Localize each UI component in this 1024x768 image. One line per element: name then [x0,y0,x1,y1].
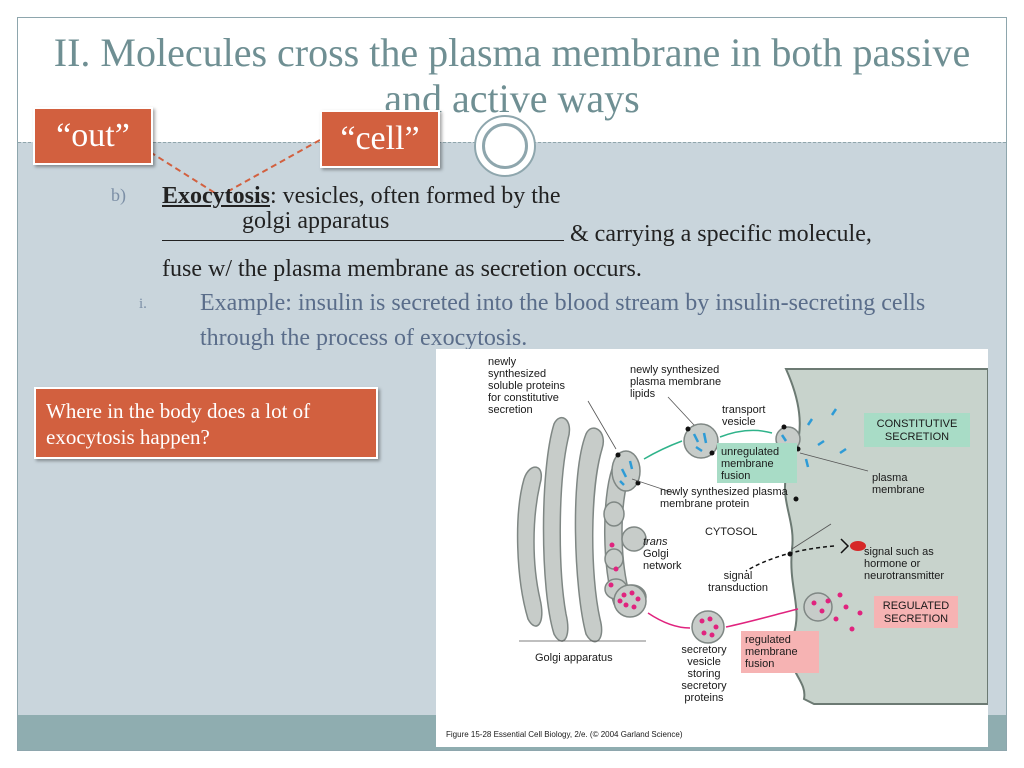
definition-part-3: fuse w/ the plasma membrane as secretion… [162,256,642,282]
blank-answer: golgi apparatus [242,208,390,234]
signal-molecule [850,541,866,551]
fill-in-blank: golgi apparatus [162,208,564,241]
bullet-marker-i: i. [139,296,147,312]
golgi-stack [516,417,630,643]
slide-title: II. Molecules cross the plasma membrane … [53,30,971,121]
bullet-marker-b: b) [111,185,126,205]
cell-tag: “cell” [320,110,440,168]
insulin-example: Example: insulin is secreted into the bl… [200,290,926,351]
constitutive-cargo [619,408,847,486]
pathway-arrows [643,429,835,629]
unregulated-fusion-box [717,443,797,483]
label-leaders [519,396,869,642]
figure-caption: Figure 15-28 Essential Cell Biology, 2/e… [446,730,683,739]
budding-secretory-vesicle [613,584,647,618]
regulated-cargo [608,542,863,638]
regulated-fusion-box [741,631,819,673]
definition-part-2: & carrying a specific molecule, [564,221,872,247]
constitutive-secretion-box [864,413,970,447]
golgi-apparatus-label: Golgi apparatus [535,652,613,664]
receptor [840,538,850,554]
cytosol-label: CYTOSOL [705,526,757,538]
membrane-proteins [615,424,801,557]
question-callout: Where in the body does a lot of exocytos… [34,387,378,459]
regulated-secretion-box [874,596,958,628]
out-tag: “out” [33,107,153,165]
term-exocytosis: Exocytosis [162,183,270,209]
exocytosis-definition: Exocytosis: vesicles, often formed by th… [162,179,982,287]
ornament-ring [482,123,528,169]
fusing-vesicle-regulated [803,592,833,622]
secretory-vesicle [691,610,725,644]
definition-part-1: : vesicles, often formed by the [270,183,561,209]
transport-vesicle [683,423,719,459]
